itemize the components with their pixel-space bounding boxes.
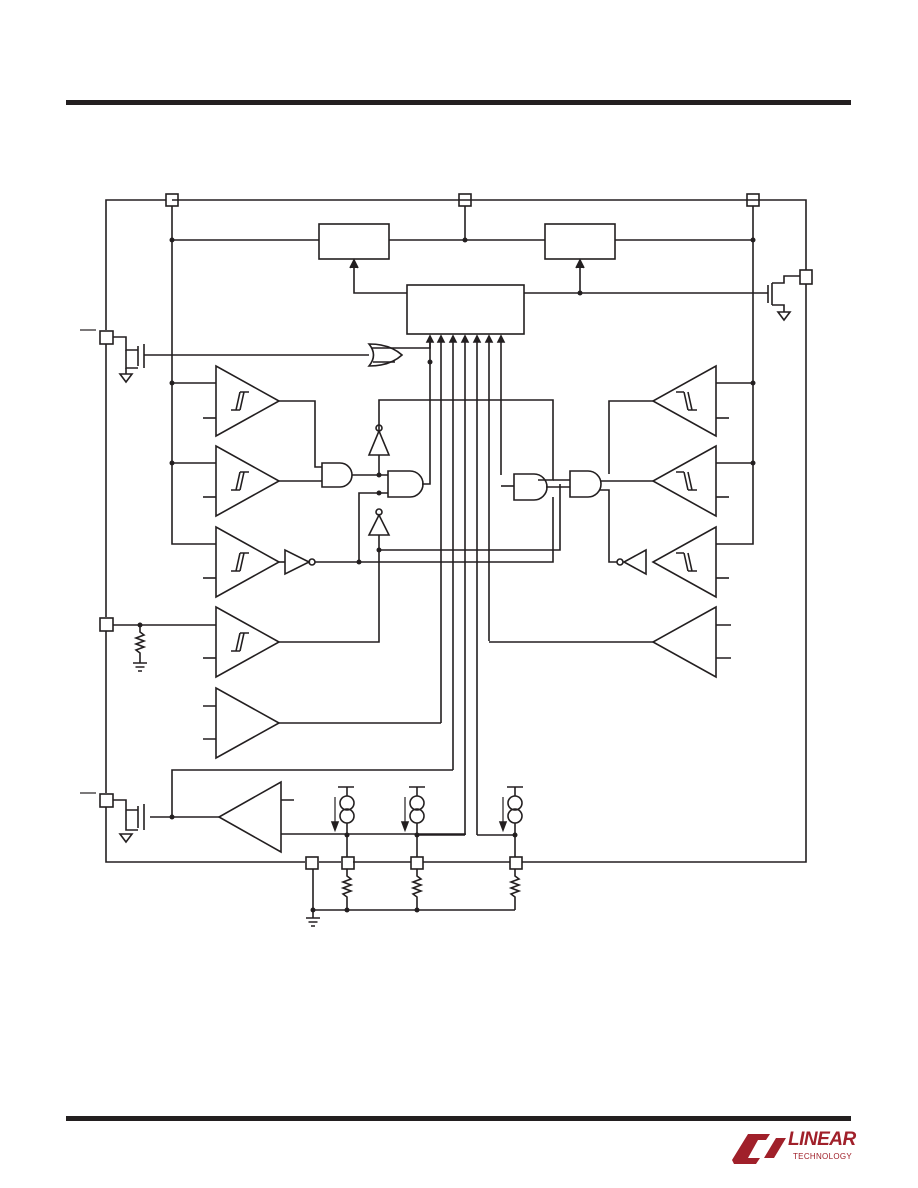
logic-block bbox=[544, 223, 616, 260]
hysteresis-comparator bbox=[203, 364, 281, 438]
or-gate bbox=[367, 343, 404, 367]
resistor bbox=[508, 869, 522, 910]
hysteresis-comparator bbox=[203, 525, 281, 599]
internal-rail bbox=[716, 206, 754, 545]
amplifier bbox=[217, 780, 282, 854]
logic-input-arrows bbox=[425, 334, 506, 835]
inverter bbox=[284, 548, 311, 576]
internal-rail bbox=[171, 206, 216, 545]
and-gate bbox=[387, 470, 424, 498]
header-rule bbox=[66, 100, 851, 105]
footer-rule bbox=[66, 1116, 851, 1121]
hysteresis-comparator bbox=[651, 364, 729, 438]
n-mosfet bbox=[113, 799, 145, 831]
current-source bbox=[330, 786, 355, 857]
resistor bbox=[133, 625, 147, 663]
ground-icon bbox=[133, 662, 147, 672]
hysteresis-comparator bbox=[203, 444, 281, 518]
logic-block bbox=[318, 223, 390, 260]
amplifier bbox=[651, 605, 731, 679]
and-gate bbox=[569, 470, 602, 498]
n-mosfet bbox=[767, 275, 800, 312]
inverter bbox=[622, 548, 647, 576]
outer-bus-wire bbox=[105, 199, 807, 863]
and-gate bbox=[321, 462, 353, 488]
inverter bbox=[367, 428, 391, 456]
linear-logo-icon bbox=[732, 1134, 786, 1164]
ground-icon bbox=[306, 910, 320, 927]
hysteresis-comparator bbox=[651, 444, 729, 518]
inverter bbox=[367, 513, 391, 536]
and-gate bbox=[513, 473, 548, 501]
junction-dots bbox=[137, 237, 756, 913]
pin-box bbox=[341, 856, 355, 870]
pin-box bbox=[99, 617, 114, 632]
current-source bbox=[400, 786, 425, 857]
hysteresis-comparator bbox=[203, 605, 281, 679]
current-source bbox=[498, 786, 523, 857]
hysteresis-comparator bbox=[651, 525, 729, 599]
n-mosfet bbox=[113, 336, 369, 368]
pin-box bbox=[509, 856, 523, 870]
logo-subtitle: TECHNOLOGY bbox=[793, 1152, 853, 1161]
amplifier bbox=[203, 686, 281, 760]
pin-box bbox=[99, 793, 114, 808]
logic-block bbox=[406, 284, 525, 335]
pin-box bbox=[410, 856, 424, 870]
pin-box bbox=[799, 269, 813, 285]
resistor bbox=[410, 869, 424, 910]
pin-box bbox=[99, 330, 114, 345]
pin-box bbox=[305, 856, 319, 870]
logo-wordmark: LINEAR bbox=[788, 1129, 856, 1150]
resistor bbox=[340, 869, 354, 910]
